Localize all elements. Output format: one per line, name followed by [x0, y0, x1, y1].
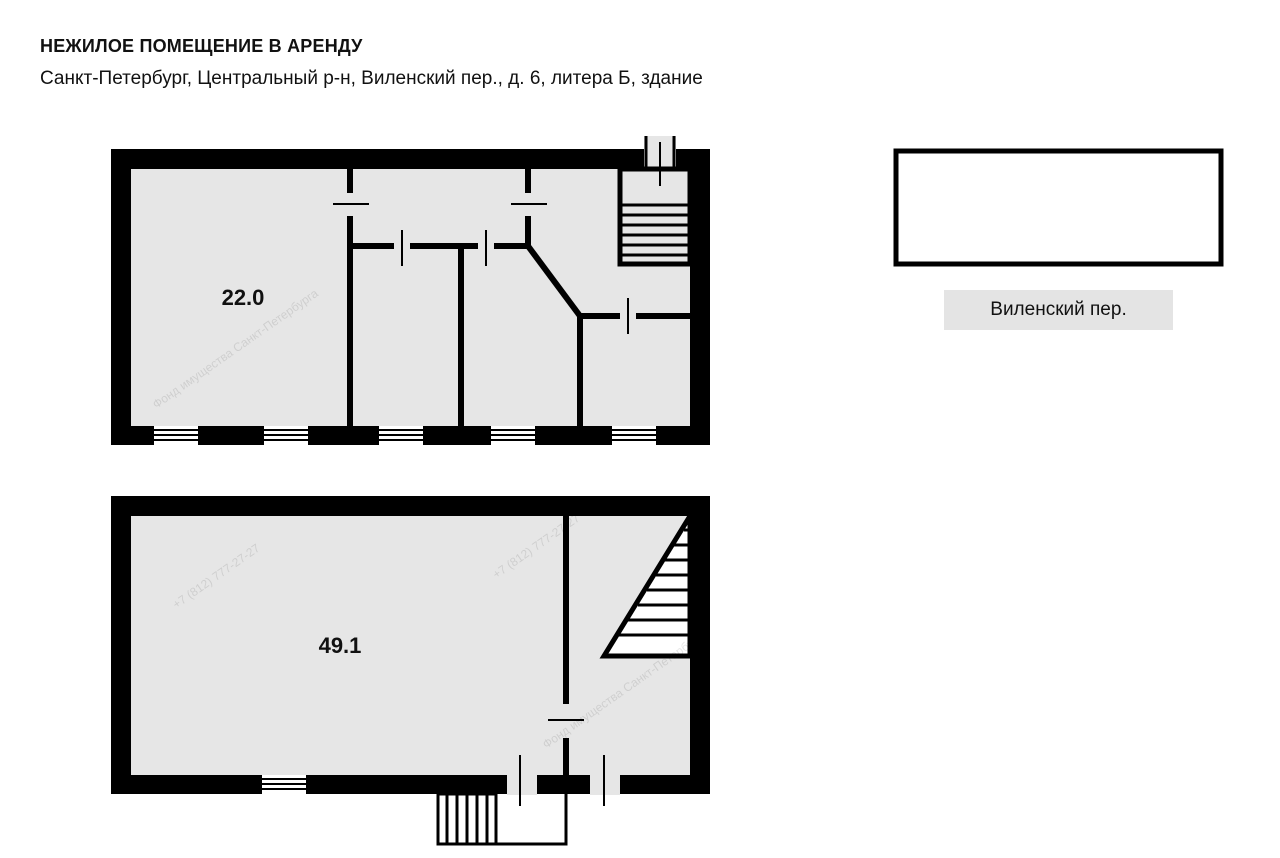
upper-interior-walls — [347, 169, 690, 426]
entrance-opening-1 — [507, 774, 537, 795]
upper-floor-area — [131, 169, 690, 426]
lower-room-area: 49.1 — [319, 633, 362, 658]
property-address: Санкт-Петербург, Центральный р-н, Виленс… — [40, 68, 703, 89]
upper-doors — [333, 203, 629, 334]
entrance-steps — [436, 792, 568, 846]
upper-room-area: 22.0 — [222, 285, 265, 310]
upper-floor: 22.0 — [111, 136, 710, 445]
lower-floor: 49.1 — [111, 496, 710, 846]
upper-staircase — [617, 166, 693, 267]
lower-window — [262, 775, 306, 794]
building-outline — [893, 148, 1224, 267]
lower-staircase — [599, 507, 693, 659]
street-label: Виленский пер. — [944, 290, 1173, 330]
page-title: НЕЖИЛОЕ ПОМЕЩЕНИЕ В АРЕНДУ — [40, 36, 363, 56]
lower-floor-area — [131, 516, 690, 775]
upper-windows — [154, 426, 656, 445]
